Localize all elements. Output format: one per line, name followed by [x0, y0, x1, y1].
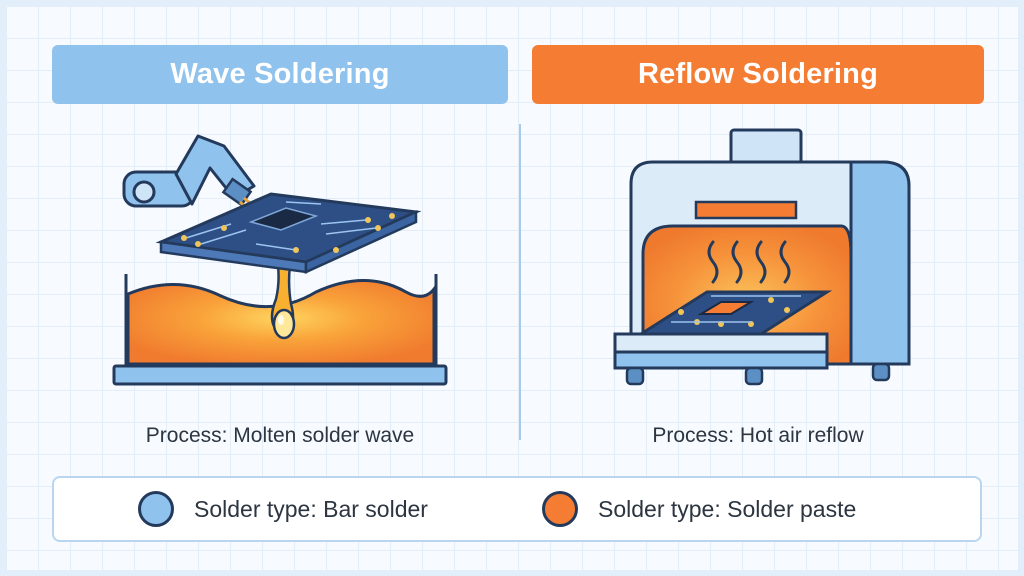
wave-soldering-illustration — [112, 134, 448, 386]
legend: Solder type: Bar solder Solder type: Sol… — [52, 476, 982, 542]
reflow-soldering-header: Reflow Soldering — [532, 45, 984, 104]
wave-process-caption: Process: Molten solder wave — [145, 424, 415, 447]
reflow-oven-illustration — [613, 128, 911, 386]
heat-waves-icon — [707, 240, 791, 284]
legend-label: Solder type: Solder paste — [598, 495, 857, 522]
legend-swatch-blue — [138, 491, 174, 527]
solder-drip-icon — [270, 242, 296, 340]
legend-item-bar-solder: Solder type: Bar solder — [138, 478, 428, 540]
panel-divider — [519, 124, 521, 440]
reflow-oven-icon — [613, 128, 911, 386]
legend-item-solder-paste: Solder type: Solder paste — [542, 478, 856, 540]
legend-label: Solder type: Bar solder — [194, 495, 428, 522]
robotic-arm-icon — [122, 134, 261, 218]
circuit-board-icon — [155, 192, 422, 274]
legend-swatch-orange — [542, 491, 578, 527]
wave-soldering-header: Wave Soldering — [52, 45, 508, 104]
reflow-process-caption: Process: Hot air reflow — [652, 424, 864, 447]
